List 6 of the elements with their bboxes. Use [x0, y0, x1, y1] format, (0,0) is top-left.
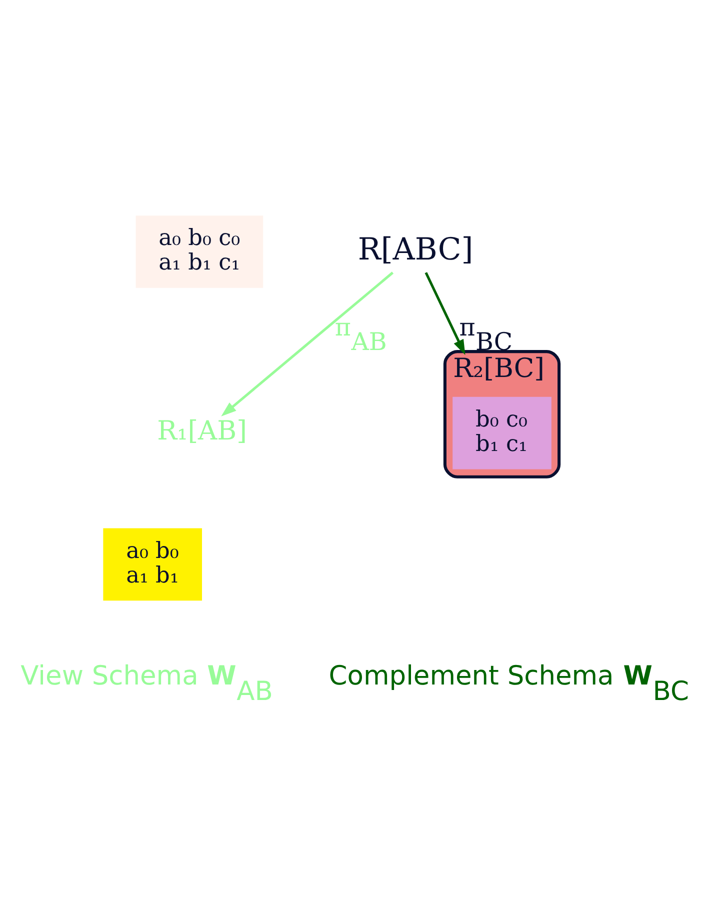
node-box: a₀ b₀ a₁ b₁	[103, 528, 202, 601]
node-box: b₀ c₀ b₁ c₁	[452, 396, 552, 470]
arrow	[424, 272, 466, 356]
node-text: R₁[AB]	[157, 415, 247, 446]
node-text: R[ABC]	[358, 232, 474, 268]
arrow	[221, 272, 394, 416]
